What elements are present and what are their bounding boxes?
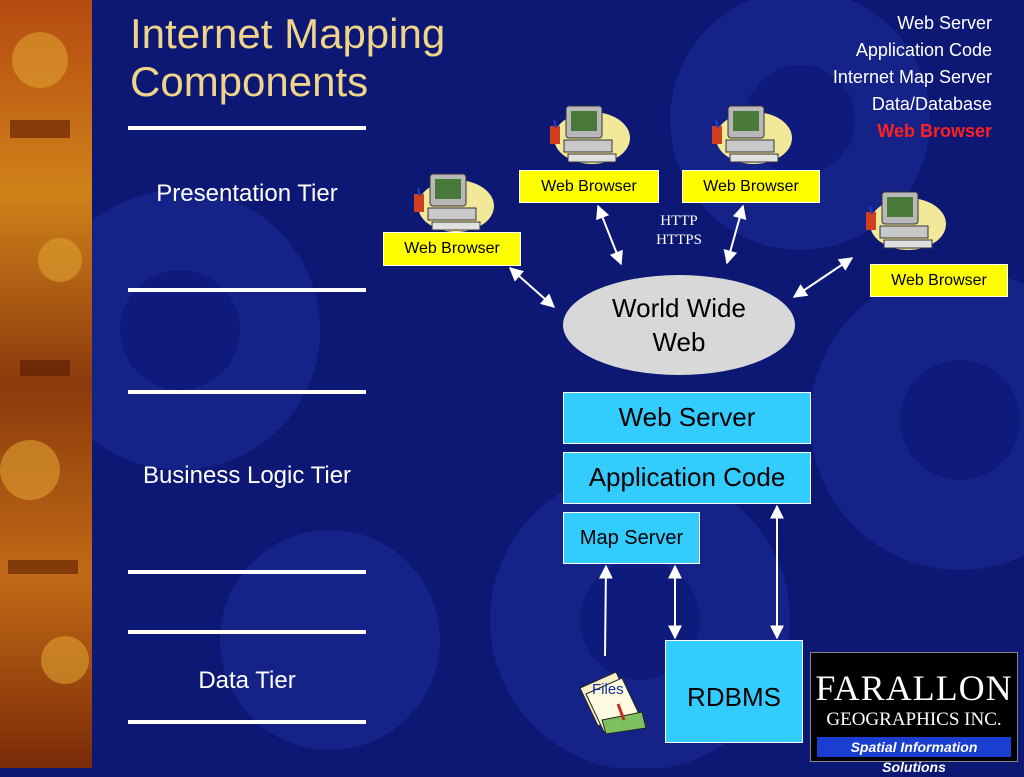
computer-icon: [550, 105, 630, 164]
web-browser-box: Web Browser: [682, 170, 820, 203]
tier-divider: [128, 630, 366, 634]
tier-label-business: Business Logic Tier: [142, 462, 352, 489]
legend-item-highlight: Web Browser: [877, 121, 992, 141]
www-line-2: Web: [652, 327, 706, 357]
legend-item: Application Code: [855, 40, 992, 60]
tier-divider: [128, 126, 366, 130]
arrow-browser-web: [723, 204, 747, 265]
files-label: Files: [592, 681, 624, 698]
component-legend: Web Server Application Code Internet Map…: [833, 10, 992, 145]
computer-icon: [414, 173, 494, 232]
computer-icon: [712, 105, 792, 164]
tier-divider: [128, 288, 366, 292]
arrow-browser-web: [792, 257, 854, 298]
logo-line-2: GEOGRAPHICS INC.: [826, 709, 1002, 730]
protocol-label: HTTP HTTPS: [640, 212, 718, 250]
title-line-1: Internet Mapping: [130, 10, 446, 57]
arrow-browser-web: [596, 204, 623, 266]
www-line-1: World Wide: [612, 293, 746, 323]
web-browser-box: Web Browser: [870, 264, 1008, 297]
title-line-2: Components: [130, 58, 369, 105]
protocol-https: HTTPS: [656, 232, 702, 248]
tier-label-presentation: Presentation Tier: [156, 180, 338, 207]
logo-line-1: FARALLON: [815, 668, 1013, 708]
protocol-http: HTTP: [660, 213, 698, 229]
web-browser-box: Web Browser: [519, 170, 659, 203]
tier-divider: [128, 570, 366, 574]
tier-label-data: Data Tier: [198, 667, 296, 694]
arrow-browser-web: [508, 267, 556, 308]
logo-tagline: Spatial Information Solutions: [817, 737, 1011, 775]
tier-divider: [128, 720, 366, 724]
legend-item: Data/Database: [871, 94, 992, 114]
world-wide-web-node: World Wide Web: [563, 275, 795, 375]
map-server-box: Map Server: [563, 512, 700, 564]
application-code-box: Application Code: [563, 452, 811, 504]
computer-icon: [866, 191, 946, 250]
slide-title: Internet Mapping Components: [130, 10, 445, 106]
files-icon: [579, 671, 647, 735]
rdbms-box: RDBMS: [665, 640, 803, 743]
web-browser-box: Web Browser: [383, 232, 521, 266]
legend-item: Web Server: [897, 13, 992, 33]
legend-item: Internet Map Server: [832, 67, 992, 87]
farallon-logo: FARALLON GEOGRAPHICS INC. Spatial Inform…: [810, 652, 1018, 775]
web-server-box: Web Server: [563, 392, 811, 444]
arrow-files-map: [598, 564, 613, 657]
tier-divider: [128, 390, 366, 394]
